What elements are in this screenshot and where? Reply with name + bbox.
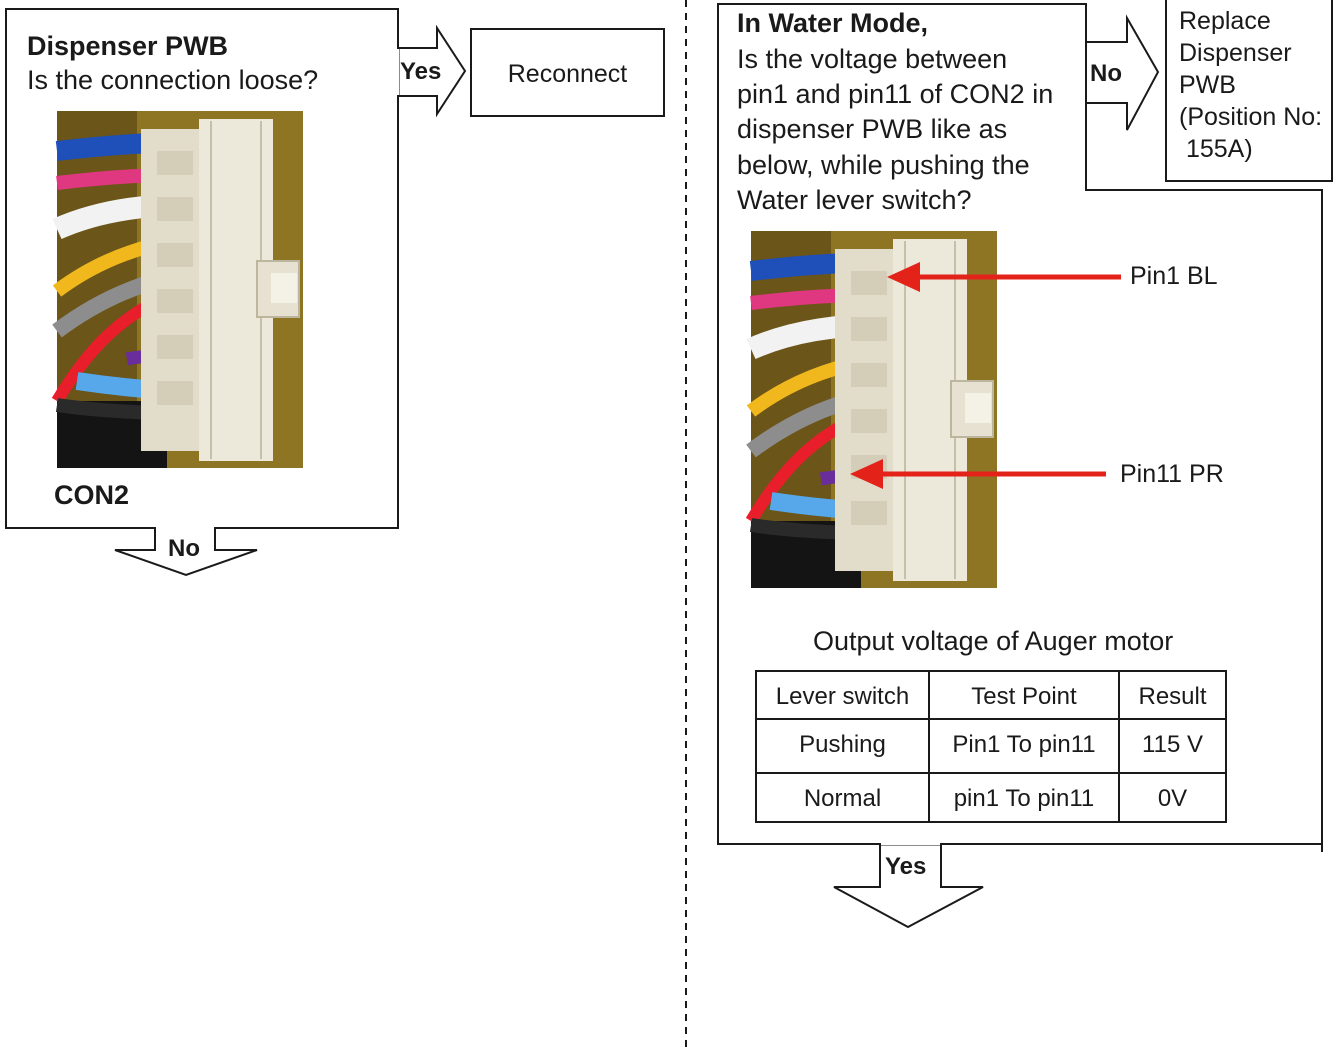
connection-loose-question: Is the connection loose?: [27, 65, 319, 95]
table-header: Lever switch: [775, 683, 910, 710]
table-header: Test Point: [971, 683, 1077, 710]
yes-label-left: Yes: [400, 58, 442, 85]
pin1-label: Pin1 BL: [1130, 262, 1218, 290]
no-label-left: No: [168, 535, 200, 562]
table-cell: pin1 To pin11: [953, 785, 1095, 812]
table-cell: Normal: [803, 785, 882, 812]
pin11-label: Pin11 PR: [1120, 460, 1224, 488]
con2-photo-right: [751, 231, 997, 588]
no-arrow-replace: [1085, 14, 1160, 131]
reconnect-box: [470, 28, 665, 117]
replace-line: 155A): [1179, 135, 1253, 163]
replace-line: (Position No:: [1179, 103, 1323, 131]
con2-photo-left: [57, 111, 303, 468]
water-mode-title: In Water Mode,: [737, 8, 929, 38]
replace-line: Replace: [1179, 7, 1271, 35]
question-line: dispenser PWB like as: [737, 114, 1008, 144]
table-cell: 115 V: [1142, 731, 1203, 758]
table-cell: 0V: [1157, 785, 1188, 812]
yes-arrow-down: [833, 844, 984, 929]
yes-arrow-reconnect: [398, 24, 467, 118]
no-arrow-down: [114, 527, 258, 577]
question-line: pin1 and pin11 of CON2 in: [737, 79, 1054, 109]
table-caption: Output voltage of Auger motor: [813, 626, 1174, 656]
table-cell: Pushing: [799, 731, 886, 758]
reconnect-label: Reconnect: [507, 60, 628, 88]
voltage-table-grid: [755, 670, 1227, 823]
replace-box: [1165, 0, 1333, 182]
question-line: below, while pushing the: [737, 150, 1030, 180]
yes-label-right: Yes: [885, 853, 927, 880]
table-header: Result: [1138, 683, 1207, 710]
replace-line: PWB: [1179, 71, 1236, 99]
question-line: Is the voltage between: [737, 44, 1008, 74]
dispenser-pwb-title: Dispenser PWB: [27, 31, 229, 61]
table-cell: Pin1 To pin11: [952, 731, 1096, 758]
replace-line: Dispenser: [1179, 39, 1292, 67]
no-label-right: No: [1090, 60, 1122, 87]
question-line: Water lever switch?: [737, 185, 972, 215]
con2-label: CON2: [54, 480, 130, 510]
